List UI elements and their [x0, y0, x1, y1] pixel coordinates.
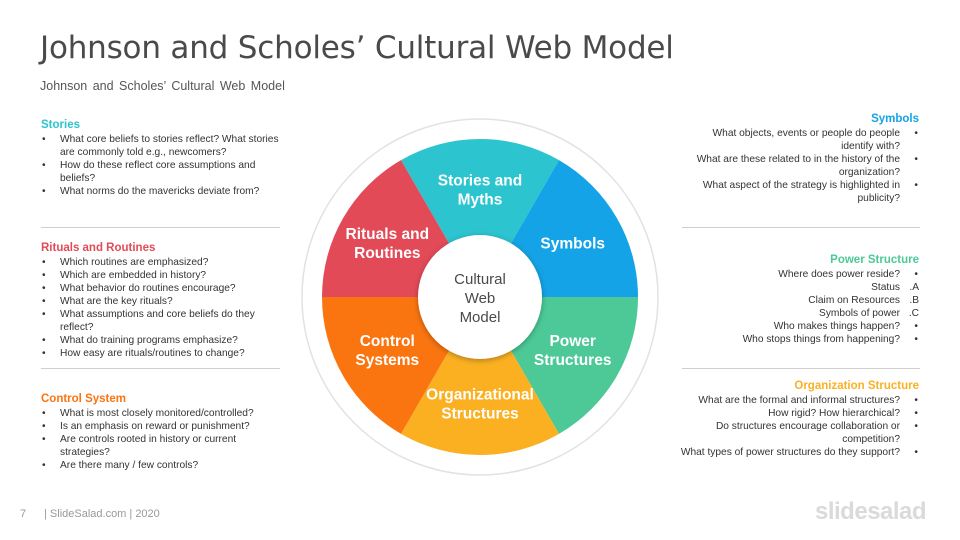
- page-subtitle: Johnson and Scholes’ Cultural Web Model: [40, 79, 285, 93]
- sub-item-text: Symbols of power: [819, 308, 900, 319]
- list-item: What objects, events or people do people…: [679, 127, 919, 153]
- page-title: Johnson and Scholes’ Cultural Web Model: [40, 30, 674, 66]
- rituals-list: Which routines are emphasized? Which are…: [41, 256, 281, 360]
- right-divider-2: [682, 368, 920, 369]
- sub-item-letter: .B: [909, 295, 919, 306]
- sub-item-letter: .A: [909, 282, 919, 293]
- stories-panel: Stories What core beliefs to stories ref…: [41, 118, 281, 198]
- symbols-list: What objects, events or people do people…: [679, 127, 919, 205]
- segment-label-stories: Myths: [458, 192, 503, 209]
- list-item: How do these reflect core assumptions an…: [41, 159, 281, 185]
- control-panel: Control System What is most closely moni…: [41, 392, 281, 472]
- segment-label-organization: Organizational: [426, 387, 534, 404]
- list-item: What is most closely monitored/controlle…: [41, 407, 281, 420]
- power-panel: Power Structure Where does power reside?…: [679, 253, 919, 346]
- list-item: What assumptions and core beliefs do the…: [41, 308, 281, 334]
- center-label-line-1: Cultural: [454, 271, 506, 288]
- list-item: What aspect of the strategy is highlight…: [679, 179, 919, 205]
- sub-list-item: Status .A: [679, 281, 919, 294]
- list-item: What behavior do routines encourage?: [41, 282, 281, 295]
- stories-heading: Stories: [41, 119, 80, 131]
- list-item: Do structures encourage collaboration or…: [679, 420, 919, 446]
- right-divider-1: [682, 227, 920, 228]
- list-item: How easy are rituals/routines to change?: [41, 347, 281, 360]
- list-item: Are controls rooted in history or curren…: [41, 433, 281, 459]
- list-item: Which routines are emphasized?: [41, 256, 281, 269]
- stories-list: What core beliefs to stories reflect? Wh…: [41, 133, 281, 198]
- footer-text: | SlideSalad.com | 2020: [44, 508, 160, 520]
- list-item: What do training programs emphasize?: [41, 334, 281, 347]
- sub-item-text: Status: [871, 282, 900, 293]
- list-item: What types of power structures do they s…: [679, 446, 919, 459]
- segment-stories: [401, 139, 559, 297]
- slidesalad-logo: slidesalad: [815, 498, 927, 525]
- power-list: Where does power reside? Status .A Claim …: [679, 268, 919, 346]
- page-number: 7: [20, 508, 27, 520]
- symbols-heading: Symbols: [871, 113, 919, 125]
- sub-item-letter: .C: [908, 308, 919, 319]
- sub-list-item: Symbols of power .C: [679, 307, 919, 320]
- list-item: What are these related to in the history…: [679, 153, 919, 179]
- list-item: Who stops things from happening?: [679, 333, 919, 346]
- control-heading: Control System: [41, 393, 126, 405]
- segment-label-power: Power: [549, 333, 596, 350]
- segment-label-control: Systems: [355, 352, 419, 369]
- list-item: What core beliefs to stories reflect? Wh…: [41, 133, 281, 159]
- list-item: Who makes things happen?: [679, 320, 919, 333]
- list-item: What are the formal and informal structu…: [679, 394, 919, 407]
- list-item: What are the key rituals?: [41, 295, 281, 308]
- list-item: Where does power reside?: [679, 268, 919, 281]
- list-item: How rigid? How hierarchical?: [679, 407, 919, 420]
- segment-organization: [401, 297, 559, 455]
- list-item: Are there many / few controls?: [41, 459, 281, 472]
- rituals-panel: Rituals and Routines Which routines are …: [41, 241, 281, 360]
- segment-label-stories: Stories and: [438, 173, 522, 190]
- wheel-segment-labels: Stories andMythsSymbolsPowerStructuresOr…: [346, 173, 612, 423]
- center-label-line-3: Model: [460, 309, 501, 326]
- wheel-center-circle: [418, 235, 542, 359]
- control-list: What is most closely monitored/controlle…: [41, 407, 281, 472]
- segment-label-organization: Structures: [441, 406, 519, 423]
- organization-panel: Organization Structure What are the form…: [679, 379, 919, 459]
- power-heading: Power Structure: [830, 254, 919, 266]
- organization-list: What are the formal and informal structu…: [679, 394, 919, 459]
- segment-label-power: Structures: [534, 352, 612, 369]
- left-divider-1: [41, 227, 280, 228]
- left-divider-2: [41, 368, 280, 369]
- list-item: Is an emphasis on reward or punishment?: [41, 420, 281, 433]
- sub-list-item: Claim on Resources .B: [679, 294, 919, 307]
- symbols-panel: Symbols What objects, events or people d…: [679, 112, 919, 205]
- segment-label-symbols: Symbols: [540, 236, 605, 253]
- center-label-line-2: Web: [465, 290, 496, 307]
- cultural-web-wheel: Stories andMythsSymbolsPowerStructuresOr…: [301, 118, 659, 476]
- list-item: What norms do the mavericks deviate from…: [41, 185, 281, 198]
- segment-label-rituals: Routines: [354, 245, 420, 262]
- segment-label-control: Control: [360, 333, 415, 350]
- sub-item-text: Claim on Resources: [808, 295, 900, 306]
- rituals-heading: Rituals and Routines: [41, 242, 156, 254]
- segment-label-rituals: Rituals and: [346, 226, 430, 243]
- list-item: Which are embedded in history?: [41, 269, 281, 282]
- organization-heading: Organization Structure: [794, 380, 919, 392]
